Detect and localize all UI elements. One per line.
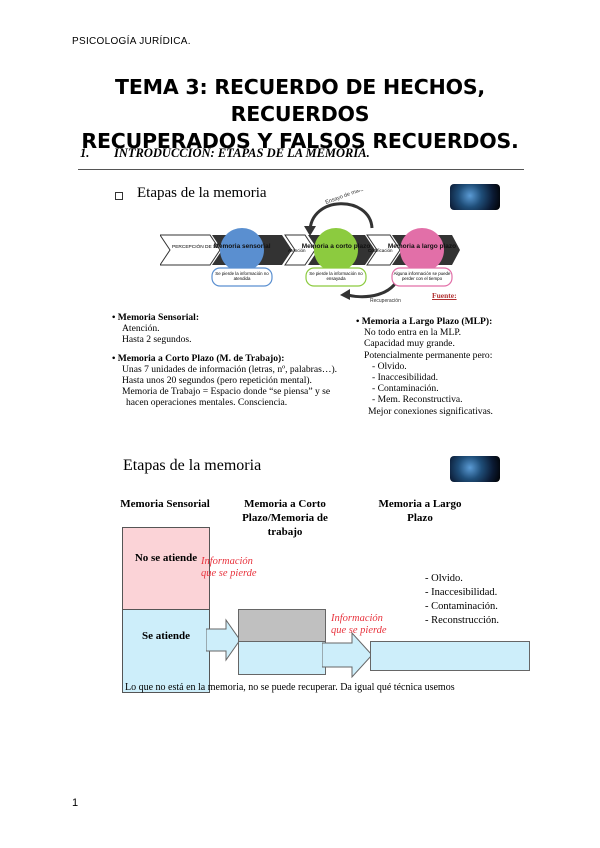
short-term-note-pill [305,267,367,287]
input-label: PERCEPCIÓN DE SEÑALES [172,243,235,250]
short-term-line-2: Hasta unos 20 segundos (pero repetición … [122,375,312,387]
arrow-right-icon-1 [206,618,241,662]
page-title: TEMA 3: RECUERDO DE HECHOS, RECUERDOS RE… [60,74,540,155]
lost-info-note-1: Información que se pierde [201,556,257,579]
long-term-heading: • Memoria a Largo Plazo (MLP): [356,316,493,327]
not-attended-box: No se atiende [122,527,210,611]
retrieval-arrowhead-icon [340,289,350,300]
sensory-line-1: Atención. [122,323,160,335]
section-title: INTRODUCCIÓN: ETAPAS DE LA MEMORIA. [114,146,370,160]
long-term-item-2: - Inaccesibilidad. [372,372,439,384]
page-number: 1 [72,797,79,809]
sensory-memory-circle [220,228,264,272]
long-term-item-3: - Contaminación. [372,383,439,395]
arrow-right-icon-2 [322,631,373,679]
short-term-note: Se pierde la información no ensayada [309,271,362,281]
loss-item-3: - Contaminación. [425,601,498,612]
column-long-term: Memoria a Largo Plazo [378,498,462,524]
long-term-tail: Mejor conexiones significativas. [368,405,493,417]
long-term-line-3: Potencialmente permanente pero: [364,349,493,361]
column-short-term: Memoria a Corto Plazo/Memoria de trabajo [242,498,328,538]
source-link[interactable]: Fuente: [432,291,457,300]
loss-item-4: - Reconstrucción. [425,615,500,626]
short-term-heading: • Memoria a Corto Plazo (M. de Trabajo): [112,352,285,364]
running-header: PSICOLOGÍA JURÍDICA. [72,36,191,47]
long-term-note: Alguna información se puede perder con e… [394,271,451,281]
short-term-line-4: hacen operaciones mentales. Consciencia. [126,397,288,409]
rehearsal-arrowhead-icon [304,226,316,236]
section-heading: 1. INTRODUCCIÓN: ETAPAS DE LA MEMORIA. [80,146,370,161]
slide2-title: Etapas de la memoria [123,457,262,474]
long-term-bar [370,641,530,671]
attended-box: Se atiende [122,609,210,693]
column-sensory: Memoria Sensorial [120,498,210,510]
not-attended-label: No se atiende [134,552,198,564]
lost-info-note-2: Información que se pierde [331,613,387,636]
short-term-memory-label: Memoria a corto plazo [302,243,371,250]
attention-label: Atención [288,248,306,253]
input-chevron [160,234,221,266]
memory-stages-diagram: Ensayo de mantenimiento Recuperación PER… [160,190,460,304]
long-term-line-2: Capacidad muy grande. [364,338,455,350]
long-term-memory-label: Memoria a largo plazo [388,243,456,250]
short-term-kept-bar [238,641,326,675]
sensory-note-pill [211,267,273,287]
bullet-square-icon [115,192,123,200]
attended-label: Se atiende [142,630,190,642]
loss-item-1: - Olvido. [425,573,463,584]
sensory-memory-label: Memoria sensorial [213,243,270,250]
encoding-chevron [366,234,401,266]
retrieval-label: Recuperación [370,298,401,304]
sensory-note: Se pierde la información no atendida [215,271,268,281]
attention-chevron [284,234,316,266]
short-term-line-1: Unas 7 unidades de información (letras, … [122,363,338,375]
short-term-line-3: Memoria de Trabajo = Espacio donde “se p… [122,386,331,398]
rehearsal-loop-arrow [308,202,374,233]
slide1-brain-image [450,184,500,210]
long-term-loss-list: - Olvido. - Inaccesibilidad. - Contamina… [425,572,499,628]
slide2-caption: Lo que no está en la memoria, no se pued… [125,682,455,693]
section-number: 1. [80,146,90,160]
long-term-item-4: - Mem. Reconstructiva. [372,394,463,406]
short-term-memory-circle [314,228,358,272]
slide1-left-text: • Memoria Sensorial: Atención. Hasta 2 s… [112,312,352,409]
encoding-label: Codificación [368,248,393,253]
section-divider [78,169,524,170]
loss-item-2: - Inaccesibilidad. [425,587,498,598]
sensory-heading: • Memoria Sensorial: [112,312,200,323]
slide1-title: Etapas de la memoria [137,185,267,201]
title-line-2: RECUPERADOS Y FALSOS RECUERDOS. [81,129,519,153]
long-term-line-1: No todo entra en la MLP. [364,327,461,339]
sensory-line-2: Hasta 2 segundos. [122,334,192,346]
short-term-lost-bar [238,609,326,643]
long-term-memory-circle [400,228,444,272]
title-line-1: TEMA 3: RECUERDO DE HECHOS, RECUERDOS [115,75,485,126]
slide2-brain-image [450,456,500,482]
long-term-item-1: - Olvido. [372,360,407,372]
slide1-right-text: • Memoria a Largo Plazo (MLP): No todo e… [356,316,536,417]
long-term-note-pill [391,267,453,287]
